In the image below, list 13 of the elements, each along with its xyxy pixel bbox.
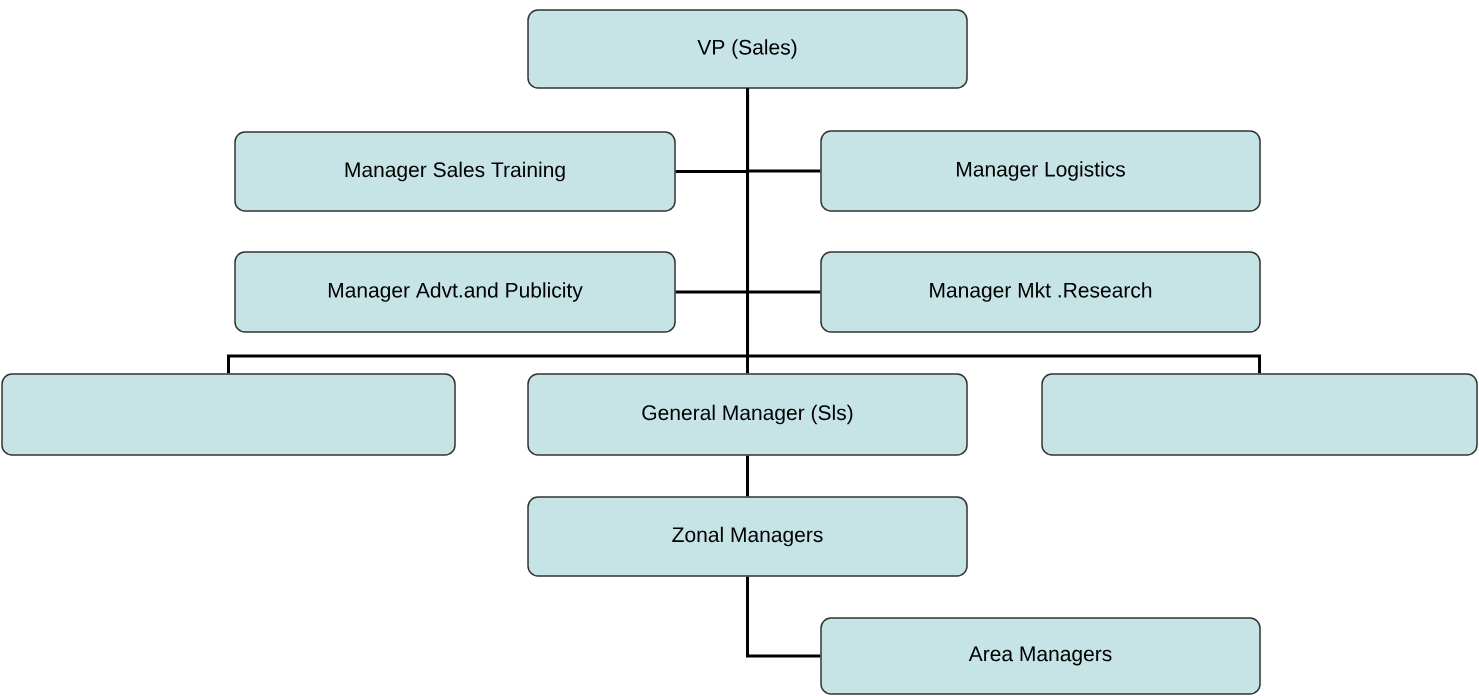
org-box: VP (Sales) [527,9,968,89]
org-box: Manager Sales Training [234,131,676,212]
org-box: Manager Mkt .Research [820,251,1261,333]
org-box: Area Managers [820,617,1261,695]
connector-line [746,88,1261,374]
connector-line [746,576,821,658]
connector-line [746,455,749,497]
empty-box [1041,373,1478,456]
org-box: Zonal Managers [527,496,968,577]
org-box: General Manager (Sls) [527,373,968,456]
org-box: Manager Logistics [820,130,1261,212]
empty-box [1,373,456,456]
org-box: Manager Advt.and Publicity [234,251,676,333]
